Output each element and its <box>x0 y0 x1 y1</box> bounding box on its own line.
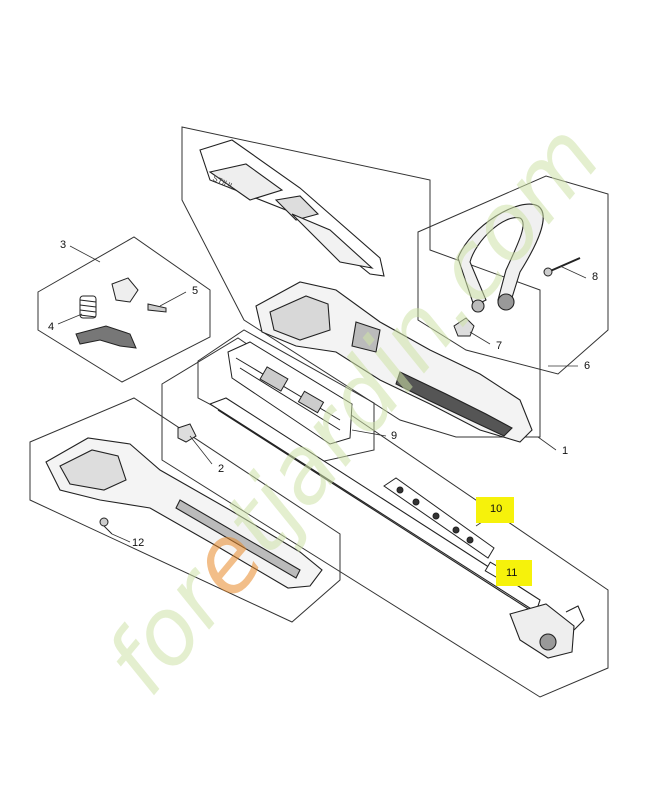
callout-part-10[interactable]: 10 <box>490 503 503 515</box>
callout-part-2[interactable]: 2 <box>218 463 225 475</box>
chain-cover <box>199 139 385 277</box>
callout-part-1[interactable]: 1 <box>562 445 569 457</box>
callout-part-12[interactable]: 12 <box>132 537 145 549</box>
group-box-shaft <box>161 337 609 698</box>
clip <box>177 423 197 443</box>
callout-part-6[interactable]: 6 <box>584 360 591 372</box>
group-box-part-1 <box>181 126 541 438</box>
leader-lines <box>57 245 587 577</box>
callout-part-8[interactable]: 8 <box>592 271 599 283</box>
grip-inlay <box>383 477 495 559</box>
callout-part-7[interactable]: 7 <box>496 340 503 352</box>
main-housing <box>255 281 533 443</box>
handle-bar <box>457 203 544 313</box>
spring-lever-parts <box>75 277 167 349</box>
callout-part-11[interactable]: 11 <box>506 567 518 579</box>
group-box-part-3 <box>37 236 211 383</box>
spring <box>79 295 97 319</box>
highlight-box-part-10 <box>476 497 514 523</box>
inner-frame <box>227 341 353 445</box>
handle-screw <box>543 257 581 277</box>
screw <box>99 517 113 535</box>
callout-part-5[interactable]: 5 <box>192 285 199 297</box>
handle-clamp <box>453 317 475 337</box>
group-box-lower-housing <box>29 397 341 623</box>
callout-part-3[interactable]: 3 <box>60 239 67 251</box>
shaft-tube <box>208 397 585 659</box>
callout-part-9[interactable]: 9 <box>391 430 398 442</box>
group-box-part-6 <box>417 175 609 375</box>
lower-housing <box>45 437 323 589</box>
group-box-part-9 <box>197 329 375 463</box>
callout-part-4[interactable]: 4 <box>48 321 55 333</box>
highlight-box-part-11 <box>496 560 532 586</box>
